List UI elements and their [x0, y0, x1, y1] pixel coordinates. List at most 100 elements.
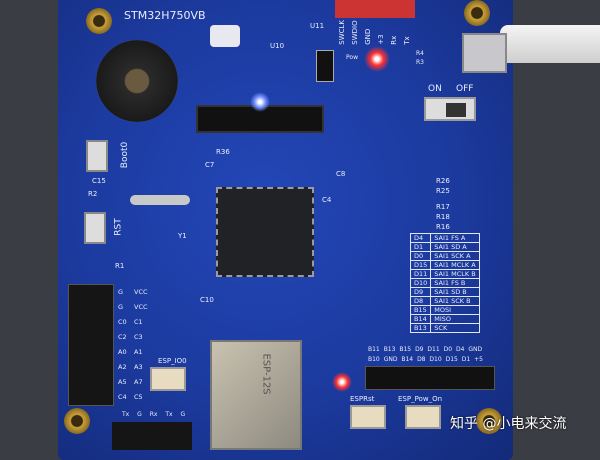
pin-label: C1 — [134, 318, 143, 326]
pin-label: C2 — [118, 333, 127, 341]
pin-function: SAI1 SD A — [430, 242, 480, 252]
power-led — [364, 46, 390, 72]
ref-label: R2 — [88, 190, 98, 198]
blue-led — [250, 92, 270, 112]
pin-label: GND — [468, 346, 483, 353]
pow-label: Pow — [346, 54, 358, 61]
pin-label: Rx — [149, 411, 158, 418]
right-header-bottom-labels: B10 GND B14 D8 D10 D15 D1 +5 — [368, 356, 483, 363]
right-header-top-labels: B11 B13 B15 D9 D11 D0 D4 GND — [368, 346, 482, 353]
left-header-row: A2 A3 — [118, 360, 150, 375]
ref-label: R4 — [416, 50, 424, 57]
pin-label: B13 — [383, 346, 396, 353]
ref-label: R26 — [436, 177, 450, 185]
pin-label: SWCLK — [338, 20, 346, 45]
jumper[interactable] — [316, 50, 334, 82]
power-switch[interactable] — [424, 97, 476, 121]
esp-module: ESP-12S — [210, 340, 302, 450]
pin-name: B15 — [409, 305, 432, 315]
pin-name: D1 — [409, 242, 432, 252]
mounting-hole — [476, 408, 502, 434]
switch-off-label: OFF — [456, 84, 474, 94]
pin-label: A2 — [118, 363, 127, 371]
ref-label: C15 — [92, 177, 106, 185]
pin-name: D8 — [409, 296, 432, 306]
pin-label: D11 — [427, 346, 440, 353]
boot0-button[interactable] — [86, 140, 108, 172]
ref-label: R1 — [115, 262, 125, 270]
top-pin-header — [335, 0, 415, 18]
left-header-row: A5 A7 — [118, 375, 150, 390]
ref-label: R17 — [436, 203, 450, 211]
pin-label: A5 — [118, 378, 127, 386]
pin-label: C3 — [134, 333, 143, 341]
bottom-header-labels: Tx G Rx Tx G — [122, 411, 185, 418]
stm32-mcu — [216, 187, 314, 277]
pin-label: D1 — [461, 356, 471, 363]
mounting-hole — [86, 8, 112, 34]
esp-led — [332, 372, 352, 392]
pin-label: D10 — [429, 356, 442, 363]
pin-function: SAI1 FS A — [430, 233, 480, 243]
reset-button[interactable] — [84, 212, 106, 244]
ref-label: R16 — [436, 223, 450, 231]
usb-cable — [500, 25, 600, 63]
pin-function: SAI1 MCLK A — [430, 260, 480, 270]
pin-label: D4 — [455, 346, 465, 353]
esp-io0-label: ESP_IO0 — [158, 357, 187, 365]
esp-pow-button[interactable] — [405, 405, 441, 429]
ref-label: R36 — [216, 148, 230, 156]
pin-label: G — [118, 288, 124, 296]
pin-label: G — [137, 411, 142, 418]
reset-label: RST — [113, 218, 124, 236]
pin-label: A7 — [134, 378, 143, 386]
esp-rst-button[interactable] — [350, 405, 386, 429]
pin-label: D0 — [443, 346, 453, 353]
pin-label: B14 — [401, 356, 414, 363]
ref-label: Y1 — [178, 232, 187, 240]
ref-label: C10 — [200, 296, 214, 304]
pin-name: D9 — [409, 287, 432, 297]
pin-label: Rx — [390, 35, 398, 45]
mounting-hole — [464, 0, 490, 26]
esp-io0-button[interactable] — [150, 367, 186, 391]
pin-label: A1 — [134, 348, 143, 356]
pin-label: C0 — [118, 318, 127, 326]
pin-label: G — [180, 411, 186, 418]
coin-cell-holder — [96, 40, 178, 122]
pin-label: C4 — [118, 393, 127, 401]
pin-label: D15 — [445, 356, 458, 363]
micro-usb-port[interactable] — [462, 33, 507, 73]
ref-label: C4 — [322, 196, 332, 204]
pin-label: GND — [383, 356, 398, 363]
ref-label: U11 — [310, 22, 325, 30]
pin-label: SWDIO — [351, 20, 359, 45]
regulator-area — [210, 25, 240, 47]
pin-label: D9 — [415, 346, 424, 353]
pin-label: A0 — [118, 348, 127, 356]
bottom-pin-header — [112, 422, 192, 450]
switch-on-label: ON — [428, 84, 442, 94]
ref-label: C7 — [205, 161, 215, 169]
pin-name: D0 — [409, 251, 432, 261]
pin-label: Tx — [403, 36, 411, 45]
pin-label: A3 — [134, 363, 143, 371]
pin-label: G — [118, 303, 124, 311]
left-header-row: C2 C3 — [118, 330, 150, 345]
pin-label: B10 — [368, 356, 380, 363]
mounting-hole — [64, 408, 90, 434]
pin-function: MISO — [430, 314, 480, 324]
pin-label: Tx — [165, 411, 173, 418]
watermark: 知乎 @小电来交流 — [450, 416, 567, 432]
pin-function: SAI1 SCK B — [430, 296, 480, 306]
